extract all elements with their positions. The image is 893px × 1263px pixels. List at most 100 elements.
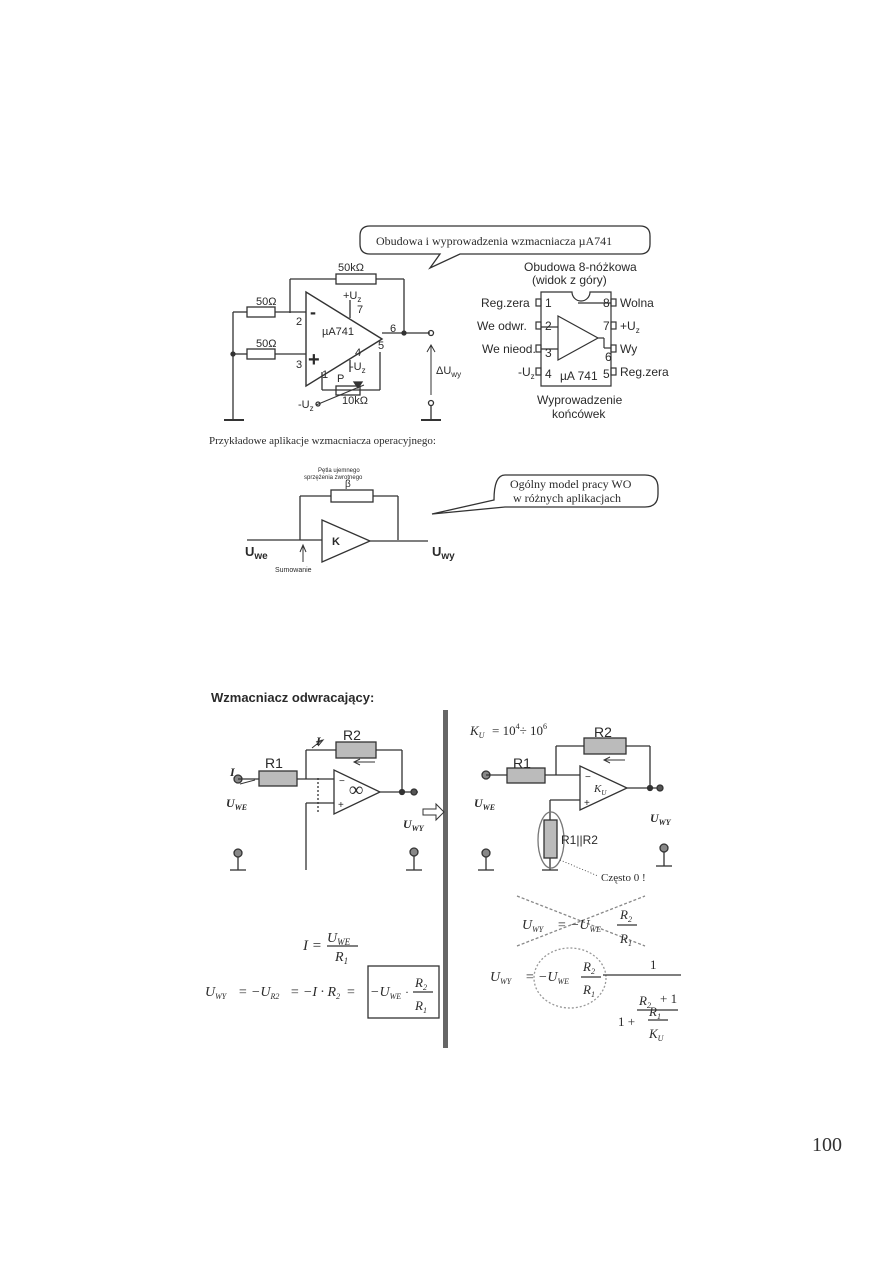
vertical-divider xyxy=(443,710,448,1048)
figure-inverting-right-labels: KU = 104÷ 106 R1 R2 R1||R2 Często 0 ! UW… xyxy=(469,722,677,1043)
crossed-frac-den: R1 xyxy=(619,931,632,948)
label-r-feedback: 50kΩ xyxy=(338,262,364,274)
figure-general-model-labels: Pętla ujemnego sprzężenia zwrotnego β K … xyxy=(245,468,632,574)
loop-label1: Pętla ujemnego xyxy=(318,468,360,474)
ku-range: = 104÷ 106 xyxy=(492,722,547,738)
pin6: 6 xyxy=(390,323,396,335)
svg-text:=: = xyxy=(347,985,355,1000)
eq-one: 1 xyxy=(650,957,657,972)
label-r1-right: R1 xyxy=(513,755,531,771)
eq-uwy: UWY xyxy=(490,970,513,986)
eq2-frac-den: R1 xyxy=(414,998,427,1015)
k-label: K xyxy=(332,536,340,548)
page-number: 100 xyxy=(812,1134,842,1156)
crossed-eq-lhs: UWY xyxy=(522,918,545,934)
eq-inner-den: R1 xyxy=(648,1004,661,1021)
eq2-mid2: = −I · R2 xyxy=(290,985,340,1001)
resistor-r2-right xyxy=(583,737,627,755)
eq1-num: UWE xyxy=(327,931,351,947)
figure-general-model xyxy=(247,474,659,563)
eq1-den: R1 xyxy=(334,950,348,966)
resistor-parallel xyxy=(543,819,558,859)
eq2-lhs: UWY xyxy=(205,985,228,1001)
label-vneg: -Uz xyxy=(350,361,366,375)
pkg-right-0: Wolna xyxy=(620,296,654,310)
resistor-r1 xyxy=(258,770,298,787)
resistor-in1 xyxy=(246,306,276,318)
svg-text:−: − xyxy=(339,776,345,787)
label-output-v: ΔUwy xyxy=(436,365,461,379)
label-r2: R2 xyxy=(343,727,361,743)
eq2-frac-num: R2 xyxy=(414,975,427,992)
eq-one-plus: 1 + xyxy=(618,1014,635,1029)
label-r1: R1 xyxy=(265,755,283,771)
package-labels: Obudowa 8-nóżkowa (widok z góry) Reg.zer… xyxy=(477,260,669,421)
eq-plus-one: + 1 xyxy=(660,991,677,1006)
svg-text:·: · xyxy=(405,985,409,999)
arrow-right-icon xyxy=(422,802,445,822)
label-uwe-right: UWE xyxy=(474,796,495,812)
label-i-in: I xyxy=(229,765,236,779)
label-r-parallel: R1||R2 xyxy=(561,833,598,847)
pkg-title2: (widok z góry) xyxy=(532,273,607,287)
label-i-fb: I xyxy=(315,734,322,748)
pin3: 3 xyxy=(296,359,302,371)
opamp-left xyxy=(333,768,382,816)
potentiometer xyxy=(335,385,361,396)
pkg-pin-1: 1 xyxy=(545,296,552,310)
eq-inner-num: R2 xyxy=(638,993,651,1010)
eq1-lhs: I = xyxy=(302,938,322,954)
label-uwy: UWY xyxy=(403,817,425,833)
pkg-pin-8: 8 xyxy=(603,296,610,310)
pin1: 1 xyxy=(322,369,328,381)
eq-frac-den: R1 xyxy=(582,982,595,999)
callout-model-1: Ogólny model pracy WO xyxy=(510,477,632,491)
eq-ku: KU xyxy=(648,1026,665,1043)
callout-bubble xyxy=(359,225,651,270)
callout-bubble-model xyxy=(431,474,659,515)
svg-text:+: + xyxy=(338,800,344,811)
opamp-right xyxy=(579,764,629,812)
pkg-pin-3: 3 xyxy=(545,346,552,360)
loop-label2: sprzężenia zwrotnego xyxy=(304,475,363,481)
uwe-label: Uwe xyxy=(245,544,268,562)
uwy-label: Uwy xyxy=(432,544,455,562)
pin7: 7 xyxy=(357,304,363,316)
crossed-frac-num: R2 xyxy=(619,907,632,924)
eq-frac-num: R2 xyxy=(582,959,595,976)
pkg-caption2: końcówek xyxy=(552,407,606,421)
crossed-eq-rhs: = −UWE xyxy=(557,918,601,934)
label-r-in2: 50Ω xyxy=(256,338,276,350)
minus-sign: - xyxy=(310,302,316,322)
opamp-triangle xyxy=(305,290,384,388)
pkg-right-2: Wy xyxy=(620,342,637,356)
infinity-label: ∞ xyxy=(349,779,363,801)
figure-inverting-left xyxy=(230,739,445,1019)
callout-model-2: w różnych aplikacjach xyxy=(513,491,621,505)
figure-inverting-left-labels: I I R1 R2 ∞ − + UWE UWY I = UWE R1 UWY =… xyxy=(205,727,427,1015)
eq2-mid: = −UR2 xyxy=(238,985,279,1001)
section-title-inverting: Wzmacniacz odwracający: xyxy=(211,690,374,705)
k-triangle xyxy=(321,519,372,563)
eq2-box: −UWE xyxy=(370,985,401,1001)
pkg-left-2: We nieod. xyxy=(482,342,536,356)
resistor-feedback xyxy=(335,273,377,285)
beta-block xyxy=(330,489,374,503)
pkg-pin-6: 6 xyxy=(605,350,612,364)
sum-label: Sumowanie xyxy=(275,567,312,574)
figure-ua741 xyxy=(224,225,651,421)
label-vpos: +Uz xyxy=(343,290,361,304)
pkg-pin-5: 5 xyxy=(603,367,610,381)
pkg-title1: Obudowa 8-nóżkowa xyxy=(524,260,637,274)
resistor-in2 xyxy=(246,348,276,360)
ku-label: KU xyxy=(469,723,486,740)
pkg-caption1: Wyprowadzenie xyxy=(537,393,623,407)
pkg-pin-7: 7 xyxy=(603,319,610,333)
eq-rhs: = −UWE xyxy=(525,970,569,986)
package-8pin xyxy=(535,291,617,387)
pkg-pin-2: 2 xyxy=(545,319,552,333)
label-r-in1: 50Ω xyxy=(256,296,276,308)
pkg-right-3: Reg.zera xyxy=(620,365,669,379)
pin5: 5 xyxy=(378,340,384,352)
